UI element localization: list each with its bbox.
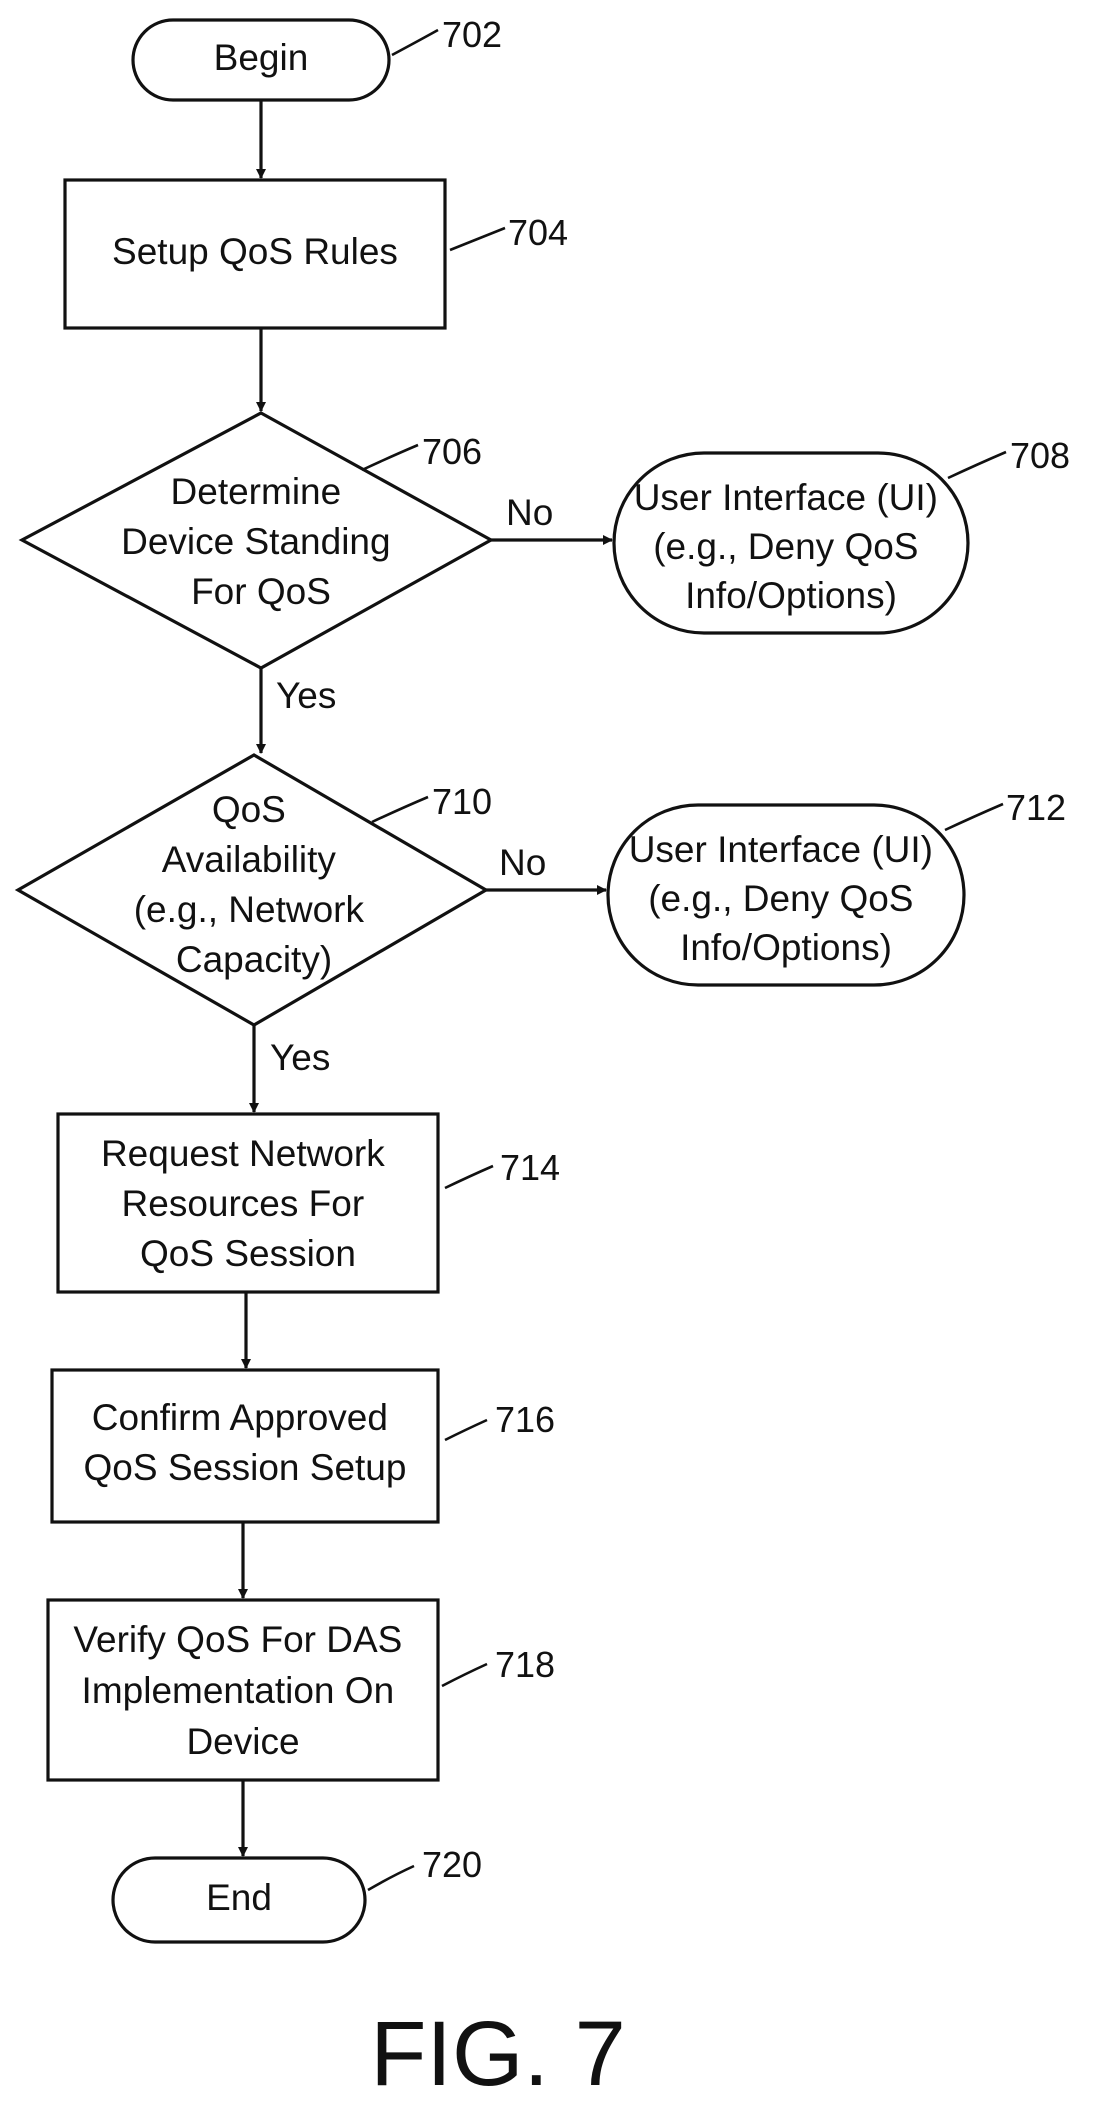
verify-qos-line-3: Device <box>186 1721 299 1762</box>
ref-720: 720 <box>422 1844 482 1885</box>
ref-710-leader <box>371 795 429 824</box>
ref-708-leader <box>947 450 1007 480</box>
ref-704-leader <box>449 226 506 252</box>
request-resources-label: Request Network Resources For QoS Sessio… <box>101 1133 395 1274</box>
ref-706-leader <box>361 443 419 472</box>
ui-708-line-3: Info/Options) <box>685 575 897 616</box>
ref-702-leader <box>391 28 439 57</box>
request-resources-box: Request Network Resources For QoS Sessio… <box>56 1112 440 1294</box>
verify-qos-line-1: Verify QoS For DAS <box>73 1619 402 1660</box>
determine-standing-line-2: Device Standing <box>121 521 390 562</box>
setup-qos-rules-box: Setup QoS Rules <box>63 178 447 330</box>
ref-702: 702 <box>442 14 502 55</box>
qos-availability-line-4: Capacity) <box>176 939 332 980</box>
ref-704: 704 <box>508 212 568 253</box>
begin-terminal: Begin <box>131 18 391 102</box>
edge-label-yes-706: Yes <box>276 675 336 716</box>
ref-718-leader <box>441 1662 488 1688</box>
request-resources-line-2: Resources For <box>122 1183 365 1224</box>
begin-label: Begin <box>214 37 309 78</box>
ui-712-line-2: (e.g., Deny QoS <box>648 878 913 919</box>
determine-standing-line-3: For QoS <box>191 571 331 612</box>
ui-712-terminal: User Interface (UI) (e.g., Deny QoS Info… <box>606 803 966 987</box>
figure-label: FIG. 7 <box>370 2003 626 2102</box>
determine-standing-line-1: Determine <box>171 471 342 512</box>
confirm-setup-line-1: Confirm Approved <box>92 1397 388 1438</box>
ref-720-leader <box>367 1864 415 1892</box>
ui-712-line-1: User Interface (UI) <box>629 829 933 870</box>
ui-708-terminal: User Interface (UI) (e.g., Deny QoS Info… <box>612 451 970 635</box>
qos-availability-line-3: (e.g., Network <box>134 889 365 930</box>
ui-708-line-2: (e.g., Deny QoS <box>653 526 918 567</box>
ref-718: 718 <box>495 1644 555 1685</box>
edge-label-yes-710: Yes <box>270 1037 330 1078</box>
ui-712-label: User Interface (UI) (e.g., Deny QoS Info… <box>629 829 944 968</box>
confirm-setup-label: Confirm Approved QoS Session Setup <box>84 1397 407 1488</box>
edge-label-no-706: No <box>506 492 553 533</box>
qos-availability-decision: QoS Availability (e.g., Network Capacity… <box>14 753 490 1027</box>
request-resources-line-1: Request Network <box>101 1133 385 1174</box>
ref-716-leader <box>444 1418 488 1442</box>
ref-712-leader <box>944 802 1004 832</box>
confirm-setup-line-2: QoS Session Setup <box>84 1447 407 1488</box>
confirm-setup-box: Confirm Approved QoS Session Setup <box>50 1368 440 1524</box>
qos-availability-line-1: QoS <box>212 789 286 830</box>
verify-qos-label: Verify QoS For DAS Implementation On Dev… <box>73 1619 412 1762</box>
ref-712: 712 <box>1006 787 1066 828</box>
ref-714-leader <box>444 1164 494 1190</box>
qos-availability-line-2: Availability <box>162 839 337 880</box>
ref-714: 714 <box>500 1147 560 1188</box>
ref-708: 708 <box>1010 435 1070 476</box>
request-resources-line-3: QoS Session <box>140 1233 356 1274</box>
edge-label-no-710: No <box>499 842 546 883</box>
determine-standing-decision: Determine Device Standing For QoS <box>18 411 495 670</box>
ui-708-line-1: User Interface (UI) <box>634 477 938 518</box>
setup-qos-rules-label: Setup QoS Rules <box>112 231 398 272</box>
ref-710: 710 <box>432 781 492 822</box>
verify-qos-box: Verify QoS For DAS Implementation On Dev… <box>46 1598 440 1782</box>
end-label: End <box>206 1877 272 1918</box>
ui-712-line-3: Info/Options) <box>680 927 892 968</box>
qos-availability-label: QoS Availability (e.g., Network Capacity… <box>134 789 375 980</box>
determine-standing-label: Determine Device Standing For QoS <box>121 471 401 612</box>
ref-706: 706 <box>422 431 482 472</box>
ref-716: 716 <box>495 1399 555 1440</box>
ui-708-label: User Interface (UI) (e.g., Deny QoS Info… <box>634 477 949 616</box>
verify-qos-line-2: Implementation On <box>82 1670 395 1711</box>
end-terminal: End <box>111 1856 367 1944</box>
